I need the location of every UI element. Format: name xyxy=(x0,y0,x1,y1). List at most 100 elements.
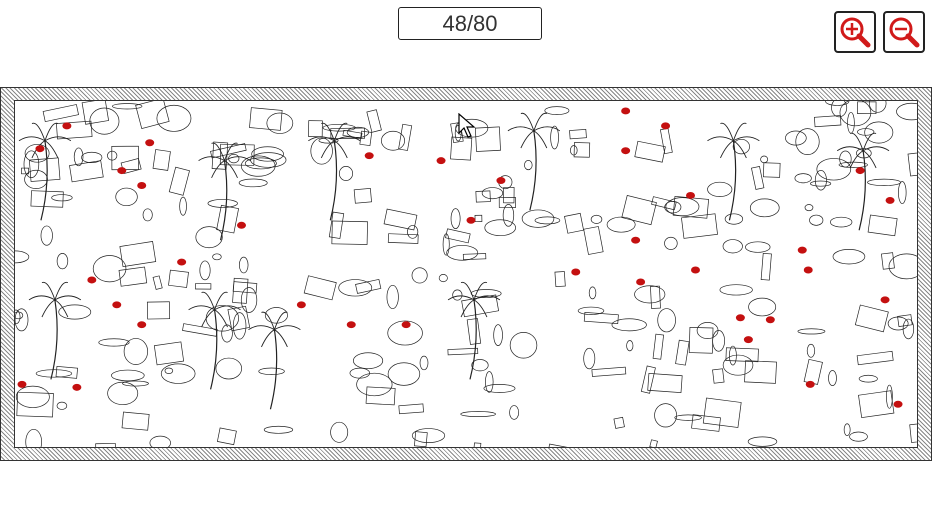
rock-outline xyxy=(92,255,127,283)
rock-outline xyxy=(454,125,462,142)
structure-outline xyxy=(474,214,483,223)
found-crab-marker xyxy=(735,314,745,322)
found-crab-marker xyxy=(661,122,671,130)
palm-leaf xyxy=(473,299,488,318)
rock-outline xyxy=(386,284,399,310)
found-crab-marker xyxy=(885,196,895,204)
rock-outline xyxy=(898,181,907,205)
structure-outline xyxy=(498,197,516,208)
structure-outline xyxy=(647,373,683,393)
palm-trunk xyxy=(219,160,228,241)
rock-outline xyxy=(240,155,276,177)
rock-outline xyxy=(330,421,349,443)
structure-outline xyxy=(55,365,78,379)
palm-leaf xyxy=(201,291,215,310)
palm-leaf xyxy=(507,126,535,132)
rock-outline xyxy=(588,286,597,300)
palm-leaf xyxy=(211,142,225,161)
found-crab-marker xyxy=(72,383,82,391)
rock-outline xyxy=(115,187,138,207)
structure-outline xyxy=(81,101,110,125)
rock-outline xyxy=(524,160,533,171)
found-crab-marker xyxy=(496,177,506,185)
rock-outline xyxy=(356,372,393,397)
palm-leaf xyxy=(214,305,241,311)
rock-outline xyxy=(446,245,479,261)
rock-outline xyxy=(258,367,285,375)
rock-outline xyxy=(809,214,824,226)
structure-outline xyxy=(681,213,718,239)
found-crab-marker xyxy=(803,266,813,274)
palm-leaf xyxy=(308,136,335,142)
rock-outline xyxy=(664,236,678,250)
rock-outline xyxy=(73,147,84,167)
rock-outline xyxy=(212,253,222,261)
rock-outline xyxy=(485,371,494,393)
structure-outline xyxy=(249,107,283,131)
structure-outline xyxy=(216,204,240,234)
palm-leaf xyxy=(473,295,501,301)
structure-outline xyxy=(387,233,419,244)
rock-outline xyxy=(411,428,446,443)
rock-outline xyxy=(722,239,743,254)
rock-outline xyxy=(338,279,373,297)
found-crab-marker xyxy=(436,157,446,165)
rock-outline xyxy=(452,289,463,301)
found-crab-marker xyxy=(686,191,695,199)
palm-leaf xyxy=(460,281,475,300)
rock-outline xyxy=(712,329,725,352)
rock-outline xyxy=(81,151,103,164)
rock-outline xyxy=(747,436,778,447)
structure-outline xyxy=(355,278,382,294)
rock-outline xyxy=(346,126,370,138)
palm-leaf xyxy=(201,309,215,328)
structure-outline xyxy=(907,150,917,177)
scene-artwork[interactable] xyxy=(15,101,917,447)
palm-leaf xyxy=(261,329,275,348)
hidden-object-scene[interactable] xyxy=(14,100,918,448)
rock-outline xyxy=(839,101,872,127)
palm-leaf xyxy=(333,122,348,141)
rock-outline xyxy=(407,225,419,239)
palm-leaf xyxy=(261,311,275,330)
rock-outline xyxy=(544,106,570,115)
structure-outline xyxy=(760,252,772,281)
palm-leaf xyxy=(41,281,56,300)
palm-trunk xyxy=(269,329,278,410)
structure-outline xyxy=(398,403,424,415)
structure-outline xyxy=(359,130,373,146)
found-crab-marker xyxy=(296,301,306,309)
rock-outline xyxy=(199,260,211,281)
palm-leaf xyxy=(198,156,225,162)
rock-outline xyxy=(722,354,754,376)
structure-outline xyxy=(564,212,584,234)
rock-outline xyxy=(244,157,277,170)
rock-outline xyxy=(760,155,769,164)
rock-outline xyxy=(322,123,356,132)
zoom-in-button[interactable] xyxy=(834,11,876,53)
rock-outline xyxy=(493,324,503,346)
found-crab-marker xyxy=(177,258,187,266)
zoom-out-button[interactable] xyxy=(883,11,925,53)
structure-outline xyxy=(466,318,482,345)
structure-outline xyxy=(450,136,473,161)
structure-outline xyxy=(814,115,842,128)
palm-trunk xyxy=(329,140,338,221)
structure-outline xyxy=(16,391,54,418)
rock-outline xyxy=(577,306,605,315)
palm-leaf xyxy=(224,142,238,161)
found-counter: 48/80 xyxy=(398,7,542,40)
structure-outline xyxy=(591,366,627,377)
structure-outline xyxy=(621,195,657,226)
found-crab-marker xyxy=(893,400,903,408)
structure-outline xyxy=(640,365,656,394)
rock-outline xyxy=(611,318,647,332)
structure-outline xyxy=(725,347,759,363)
rock-outline xyxy=(847,111,855,134)
rock-outline xyxy=(794,173,812,184)
palm-leaf xyxy=(334,140,348,159)
palm-leaf xyxy=(520,130,535,149)
rock-outline xyxy=(25,428,43,447)
mouse-cursor-icon xyxy=(458,113,476,138)
structure-outline xyxy=(447,347,479,356)
